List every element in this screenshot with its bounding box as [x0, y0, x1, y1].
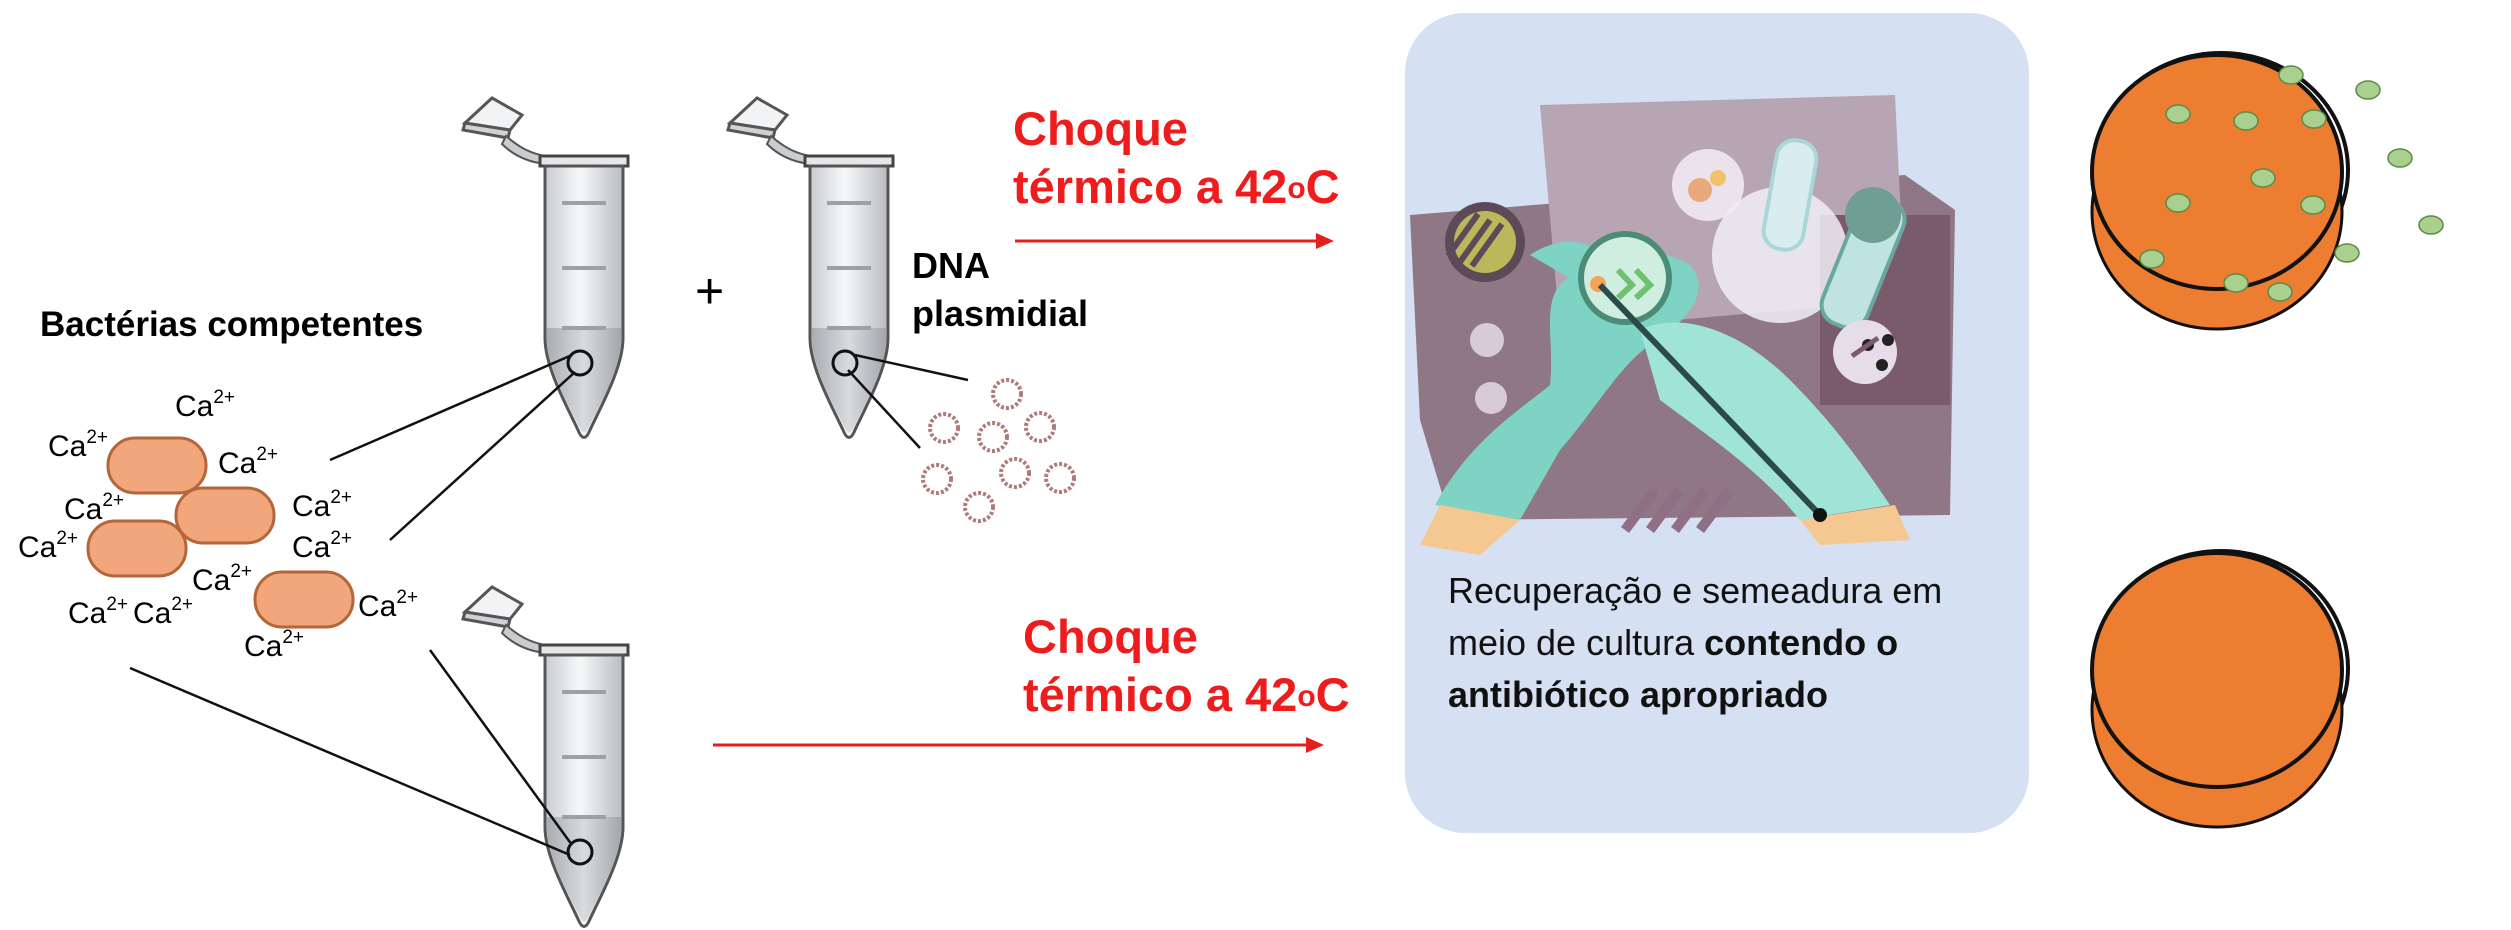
calcium-ion: Ca2+ — [133, 594, 194, 630]
bacterium-icon — [106, 436, 208, 495]
colony-icon — [2165, 104, 2191, 124]
plasmid-ring-icon — [928, 412, 960, 444]
calcium-ion: Ca2+ — [68, 594, 129, 630]
calcium-ion: Ca2+ — [48, 427, 109, 463]
calcium-ion: Ca2+ — [175, 387, 236, 423]
calcium-ion: Ca2+ — [18, 528, 79, 564]
colony-icon — [2300, 195, 2326, 215]
plate-with-colonies — [2090, 51, 2444, 331]
plasmid-rings — [921, 378, 1076, 523]
arrow-bottom — [713, 737, 1324, 753]
plasmid-ring-icon — [1044, 462, 1076, 494]
plasmid-ring-icon — [1024, 411, 1056, 443]
colony-icon — [2139, 249, 2165, 269]
bacterium-icon — [253, 570, 355, 629]
colony-icon — [2418, 215, 2444, 235]
plasmid-ring-icon — [921, 463, 953, 495]
colony-icon — [2223, 273, 2249, 293]
colony-icon — [2165, 193, 2191, 213]
calcium-ion: Ca2+ — [64, 490, 125, 526]
dna-label-line1: DNA — [912, 245, 990, 286]
plasmid-ring-icon — [991, 378, 1023, 410]
plasmid-ring-icon — [977, 421, 1009, 453]
plasmid-ring-icon — [963, 491, 995, 523]
colony-icon — [2250, 168, 2276, 188]
calcium-ion: Ca2+ — [292, 528, 353, 564]
calcium-ion: Ca2+ — [358, 587, 419, 623]
heat-shock-label-top: Choque térmico a 42oC — [1013, 102, 1340, 213]
lab-illustration — [1410, 95, 1955, 555]
colony-icon — [2267, 282, 2293, 302]
colony-icon — [2387, 148, 2413, 168]
heat-shock-label-bottom: Choque térmico a 42oC — [1023, 610, 1350, 721]
bacteria-cells — [86, 436, 355, 629]
tube-icon — [726, 96, 895, 440]
plus-sign: + — [695, 263, 725, 319]
bacteria-title: Bactérias competentes — [40, 305, 424, 344]
colony-icon — [2334, 243, 2360, 263]
colony-icon — [2355, 80, 2381, 100]
colony-icon — [2301, 109, 2327, 129]
recovery-description: Recuperação e semeadura em meio de cultu… — [1448, 570, 1943, 715]
bacterium-icon — [174, 486, 276, 545]
dna-label-line2: plasmidial — [912, 293, 1089, 334]
plate-without-colonies — [2090, 549, 2350, 829]
colony-icon — [2233, 111, 2259, 131]
tube-icon — [461, 96, 630, 440]
plasmid-ring-icon — [999, 457, 1031, 489]
calcium-ion: Ca2+ — [218, 444, 279, 480]
calcium-ion: Ca2+ — [244, 627, 305, 663]
colony-icon — [2278, 65, 2304, 85]
bacterium-icon — [86, 519, 188, 578]
calcium-ion: Ca2+ — [292, 487, 353, 523]
calcium-ion: Ca2+ — [192, 561, 253, 597]
tube-icon — [461, 585, 630, 929]
connector-lines — [129, 353, 969, 857]
arrow-top — [1015, 233, 1334, 249]
